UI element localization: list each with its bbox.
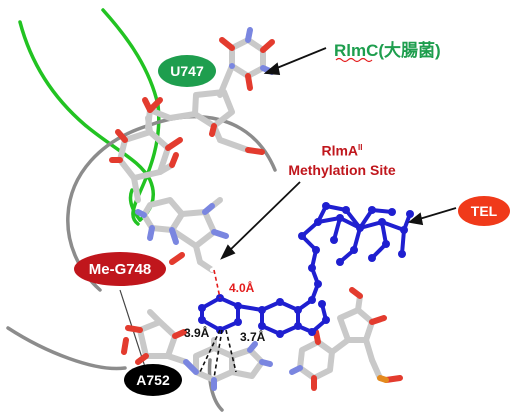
- u747-label: U747: [170, 63, 204, 79]
- tel-label: TEL: [470, 203, 498, 219]
- distance-39-text: 3.9Å: [184, 326, 210, 340]
- rlma-title-line1: RlmAII: [264, 138, 420, 161]
- distance-37-label: 3.7Å: [240, 330, 265, 344]
- a752-label: A752: [136, 372, 170, 388]
- rlmc-title: RlmC(大腸菌): [334, 36, 441, 61]
- me-g748-label: Me-G748: [88, 260, 152, 278]
- me-g748-badge: Me-G748: [74, 252, 166, 286]
- distance-39-label: 3.9Å: [184, 326, 209, 340]
- right-nucleotide: [289, 287, 403, 391]
- rlmc-wavy-underline: [335, 57, 373, 63]
- g748-nucleotide: [109, 115, 229, 273]
- rlma-title-superscript: II: [358, 143, 363, 152]
- distance-4-label: 4.0Å: [229, 281, 254, 295]
- tel-ligand: [198, 202, 414, 338]
- distance-lines: [199, 269, 237, 379]
- distance-37-text: 3.7Å: [240, 330, 266, 344]
- rlmc-title-text: RlmC(大腸菌): [334, 41, 441, 60]
- u747-badge: U747: [158, 55, 216, 87]
- distance-4-text: 4.0Å: [229, 281, 255, 295]
- a752-badge: A752: [124, 364, 182, 396]
- rlma-title: RlmAII Methylation Site: [264, 138, 420, 180]
- arrows: [220, 47, 457, 260]
- rlma-title-main: RlmA: [321, 142, 359, 159]
- u747-nucleotide: [142, 27, 275, 155]
- tel-badge: TEL: [458, 196, 510, 226]
- rlma-title-line2: Methylation Site: [288, 161, 396, 178]
